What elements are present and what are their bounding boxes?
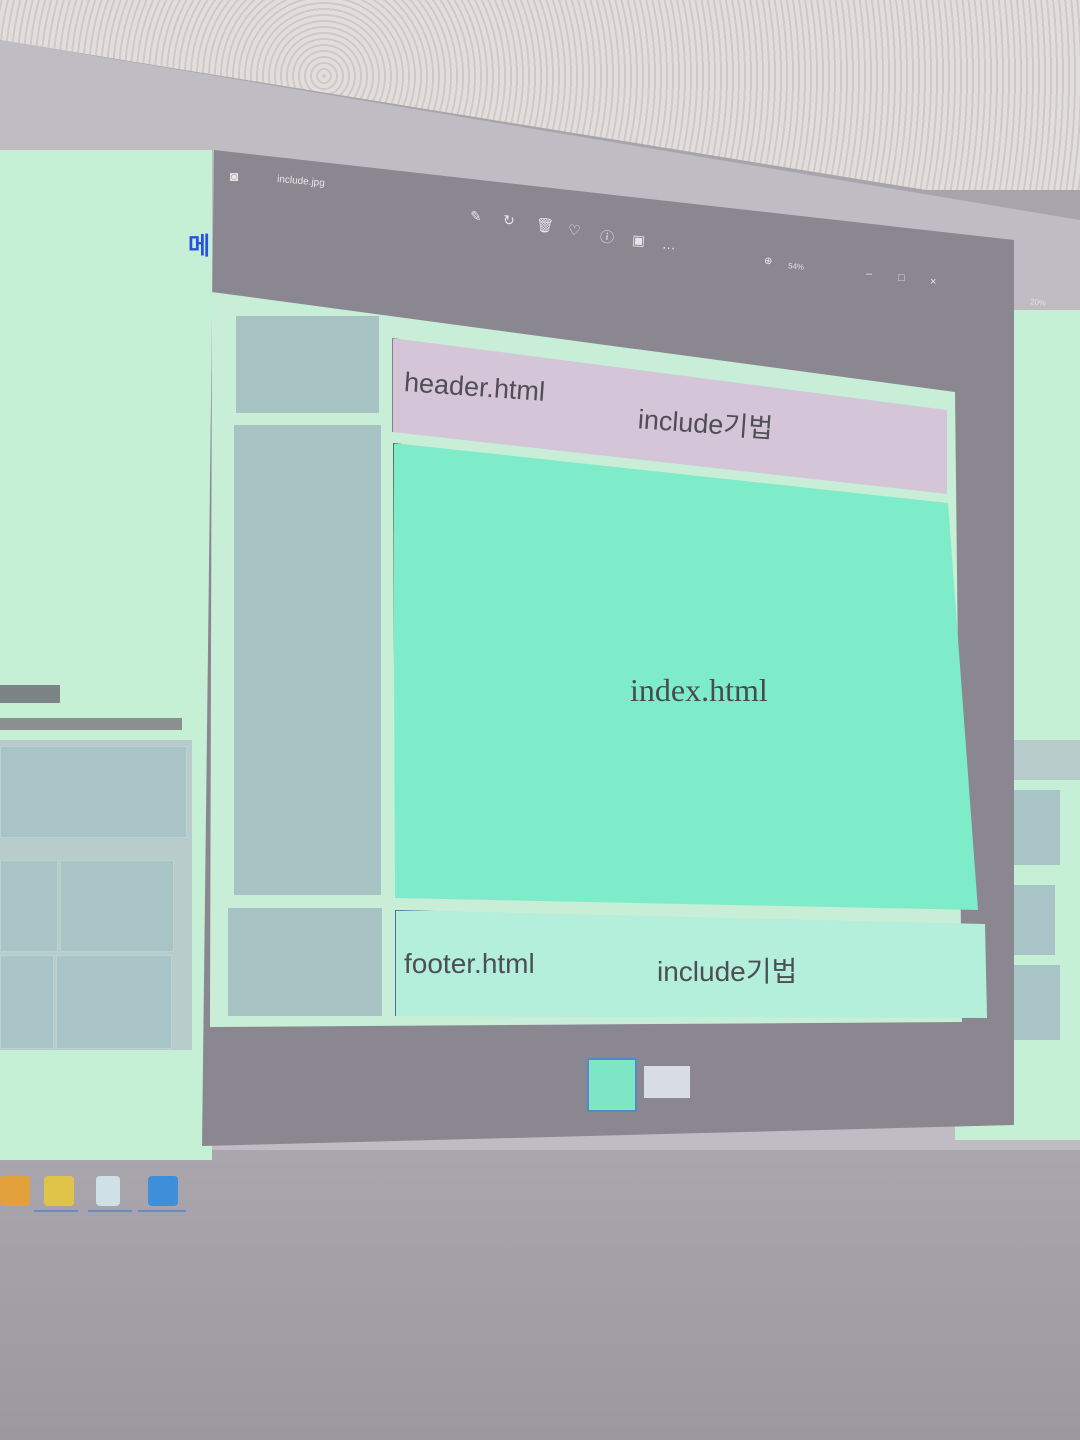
side-panel-bottom — [228, 908, 382, 1016]
thumbnail-selected[interactable] — [587, 1058, 637, 1112]
left-window-block — [56, 955, 172, 1049]
index-region — [393, 443, 978, 910]
file-explorer-icon[interactable] — [44, 1176, 74, 1206]
chat-app-icon[interactable] — [0, 1176, 30, 1206]
left-window-block — [60, 860, 174, 952]
taskbar-active-indicator — [138, 1210, 186, 1212]
side-panel-top — [236, 316, 379, 413]
zoom-icon[interactable]: ⊕ — [763, 255, 773, 268]
photos-app-icon[interactable] — [148, 1176, 178, 1206]
photos-app-icon: ◙ — [230, 168, 239, 184]
rotate-icon[interactable]: ↻ — [502, 211, 516, 229]
index-label: index.html — [630, 672, 768, 708]
left-background-window: 메 — [0, 150, 212, 1160]
footer-include-tag: include기법 — [657, 956, 798, 987]
close-icon[interactable]: × — [930, 276, 937, 288]
delete-icon[interactable]: 🗑 — [535, 216, 555, 234]
zoom-level-secondary: 20% — [1029, 297, 1047, 308]
thumbnail[interactable] — [644, 1066, 690, 1098]
favorite-icon[interactable]: ♡ — [567, 221, 582, 239]
slideshow-icon[interactable]: ▣ — [631, 231, 646, 249]
footer-label: footer.html — [404, 948, 535, 979]
maximize-icon[interactable]: □ — [898, 272, 905, 284]
info-icon[interactable]: ⓘ — [599, 228, 615, 246]
zoom-level: 54% — [787, 261, 805, 272]
left-window-block — [0, 746, 187, 838]
side-panel-middle — [234, 425, 381, 895]
minimize-icon[interactable]: – — [866, 268, 873, 280]
left-window-block — [0, 955, 54, 1049]
left-window-block — [0, 860, 58, 952]
screen-lower-area — [0, 1150, 1080, 1440]
left-window-bar — [0, 718, 182, 730]
more-icon[interactable]: … — [661, 235, 677, 253]
left-window-title-fragment: 메 — [188, 233, 211, 260]
edit-icon[interactable]: ✎ — [469, 207, 483, 225]
taskbar-active-indicator — [88, 1210, 132, 1212]
footer-region — [395, 910, 987, 1018]
notes-app-icon[interactable] — [96, 1176, 120, 1206]
taskbar-active-indicator — [34, 1210, 78, 1212]
left-window-bar — [0, 685, 60, 703]
